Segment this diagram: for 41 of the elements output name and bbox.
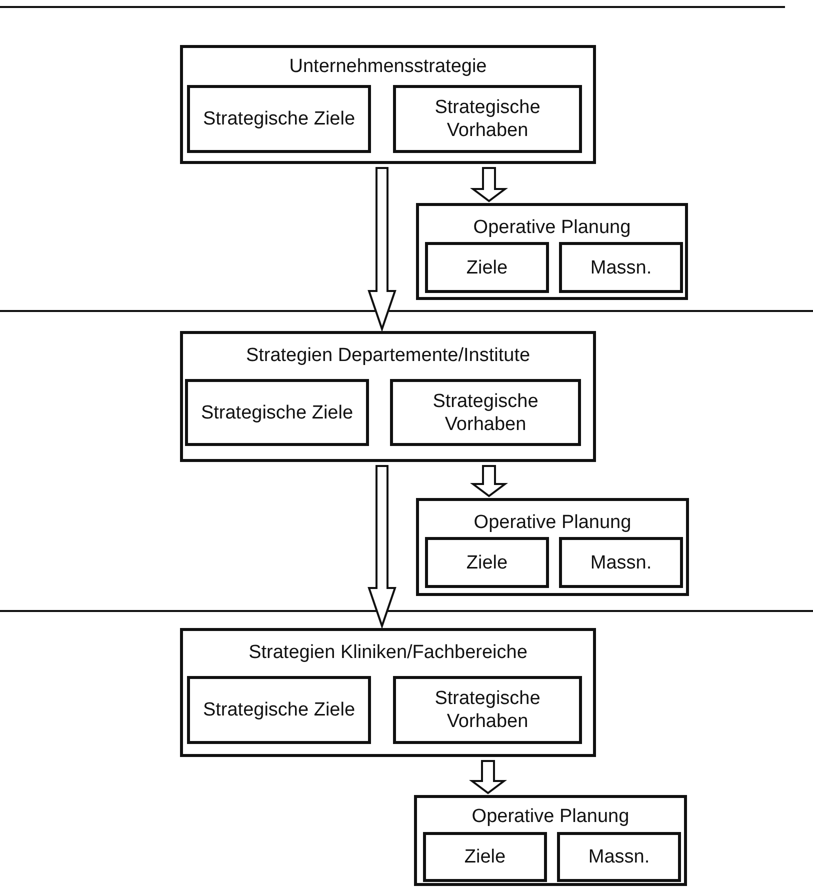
- block-arrow: [469, 760, 507, 794]
- box-title: Strategien Kliniken/Fachbereiche: [248, 641, 528, 664]
- box-label: Strategische Ziele: [202, 698, 356, 722]
- block-arrow: [470, 465, 508, 498]
- sub-box: [187, 85, 371, 153]
- sub-box: [557, 832, 681, 882]
- sub-box: [390, 379, 581, 446]
- box-label: Strategische Vorhaben: [434, 687, 542, 733]
- sub-box: [393, 85, 582, 153]
- box-title: Operative Planung: [470, 805, 630, 828]
- box-label: Ziele: [465, 551, 509, 574]
- box-label: Massn.: [589, 256, 653, 279]
- sub-box: [185, 379, 369, 446]
- box-label: Ziele: [463, 846, 507, 868]
- box-label: Massn.: [587, 846, 651, 868]
- sub-box: [423, 832, 547, 882]
- panel-box: [416, 498, 689, 596]
- panel-box: [416, 203, 688, 300]
- sub-box: [559, 537, 683, 588]
- sub-box: [393, 676, 582, 744]
- box-label: Strategische Vorhaben: [432, 390, 540, 436]
- sub-box: [425, 537, 549, 588]
- box-title: Operative Planung: [472, 511, 632, 534]
- panel-box: [180, 331, 596, 462]
- box-label: Massn.: [589, 551, 653, 574]
- block-arrow: [368, 167, 396, 332]
- panel-box: [414, 795, 687, 886]
- box-title: Operative Planung: [472, 216, 632, 239]
- panel-box: [180, 628, 596, 757]
- sub-box: [559, 242, 683, 293]
- block-arrow: [470, 167, 508, 202]
- box-label: Strategische Vorhaben: [434, 96, 542, 142]
- panel-box: [180, 45, 596, 164]
- box-label: Strategische Ziele: [200, 401, 354, 424]
- box-label: Strategische Ziele: [202, 108, 356, 130]
- box-title: Strategien Departemente/Institute: [244, 344, 532, 367]
- sub-box: [425, 242, 549, 293]
- box-label: Ziele: [465, 256, 509, 279]
- box-title: Unternehmensstrategie: [288, 55, 488, 78]
- sub-box: [187, 676, 371, 744]
- block-arrow: [368, 465, 396, 630]
